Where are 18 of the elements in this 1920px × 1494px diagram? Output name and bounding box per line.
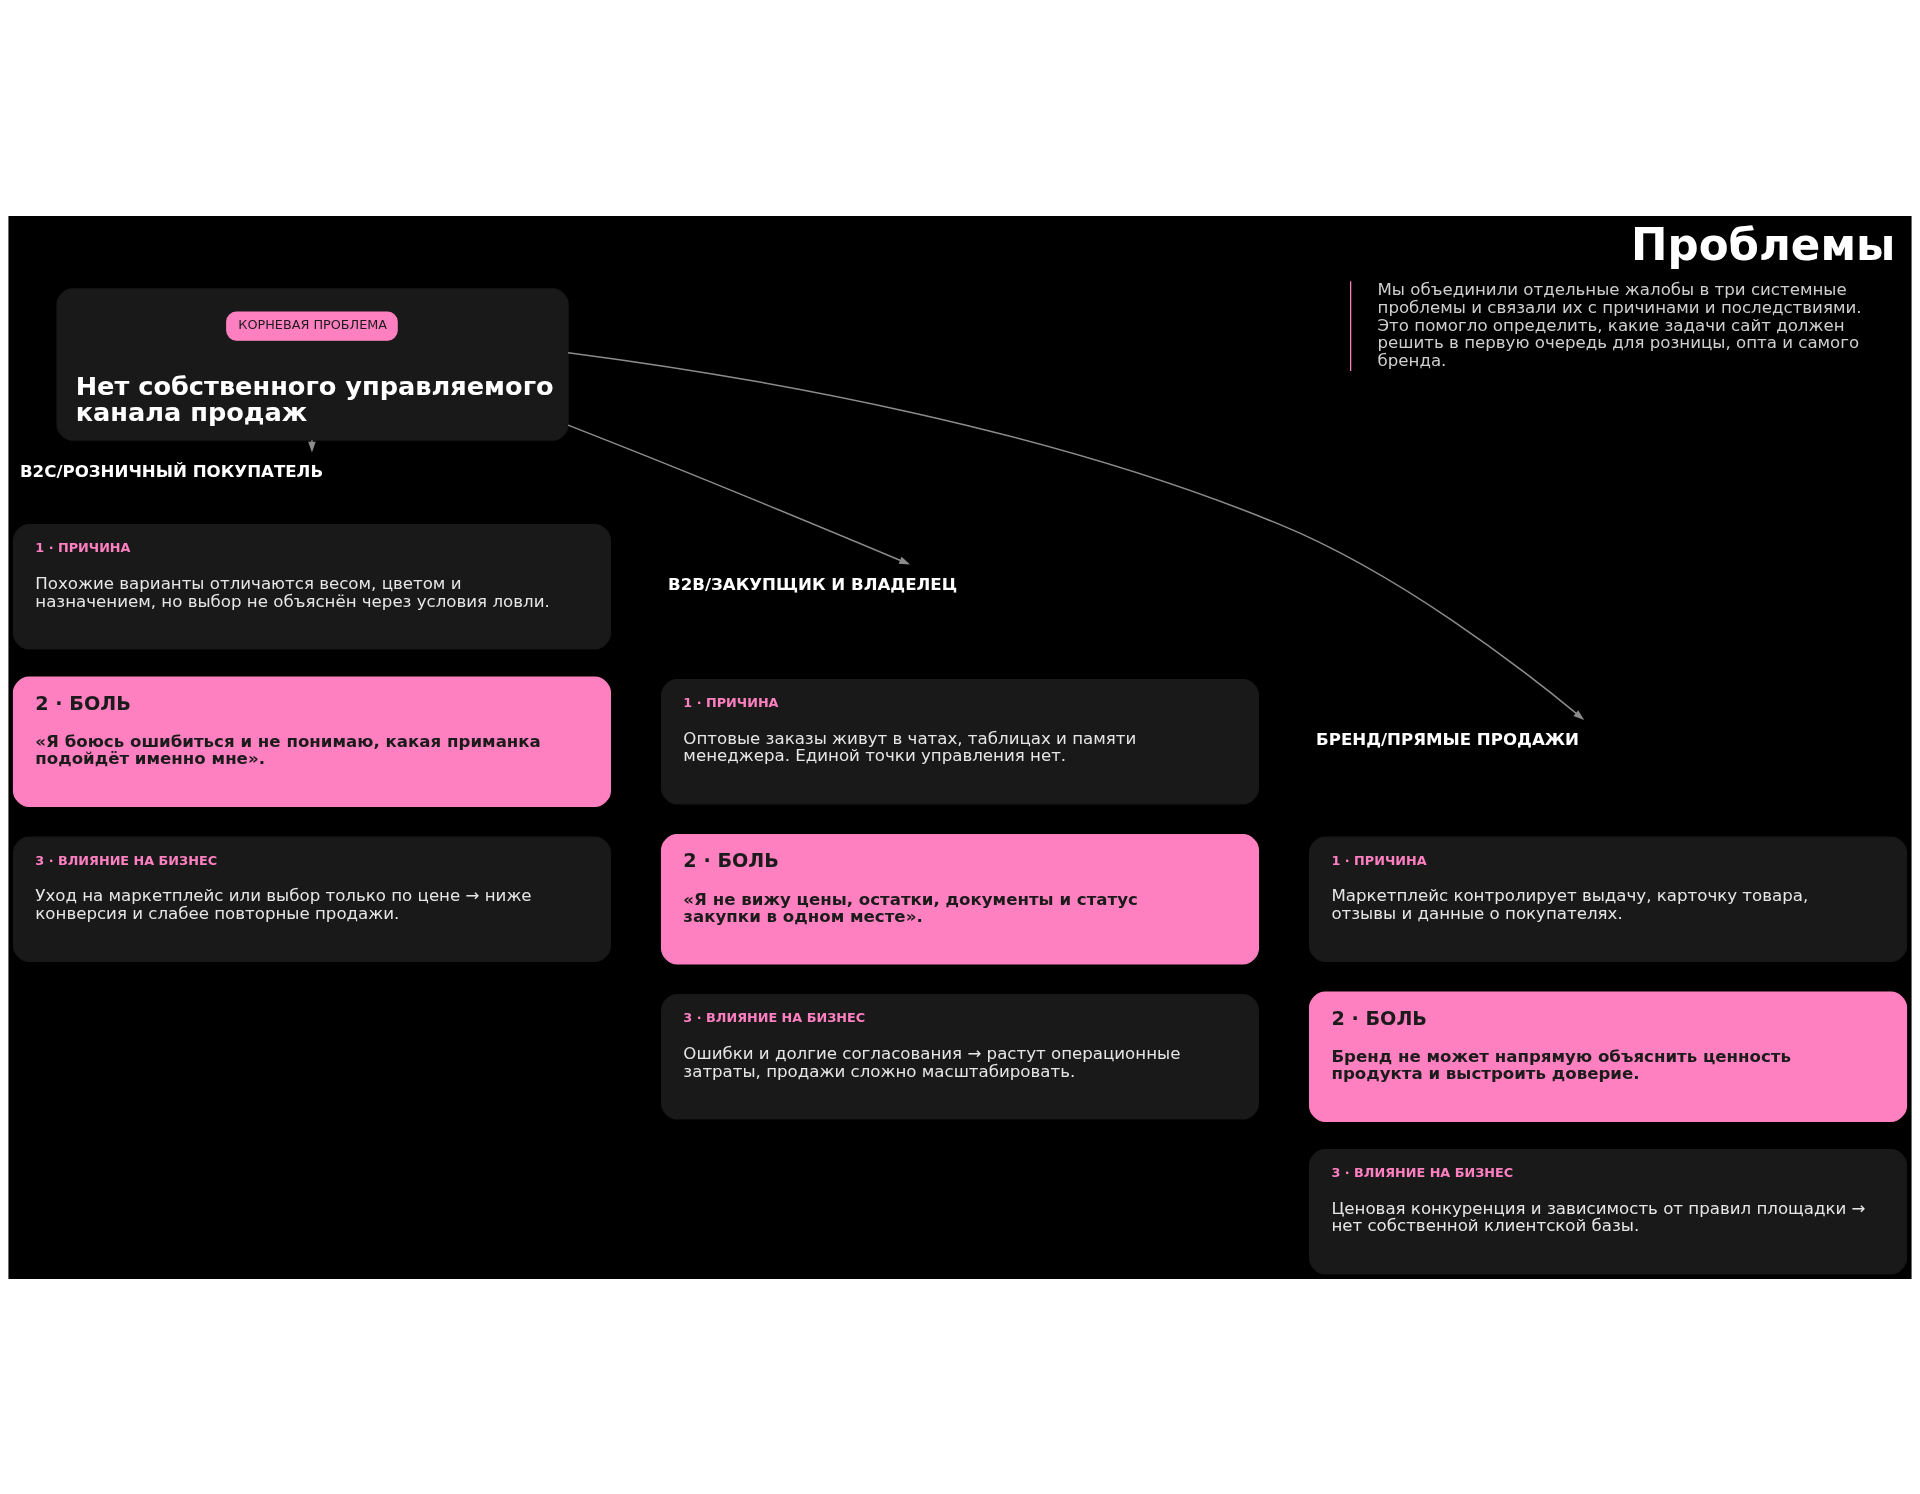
diagram-title: Проблемы bbox=[1631, 219, 1896, 270]
node-text: БРЕНД/ПРЯМЫЕ ПРОДАЖИ bbox=[1316, 729, 1580, 749]
node-box: 1 · ПРИЧИНА Похожие варианты отличаются весом, цветом и назначением, но выбор не объяснён через условия ловли. bbox=[12, 523, 611, 649]
node-text: B2C/РОЗНИЧНЫЙ ПОКУПАТЕЛЬ bbox=[19, 461, 324, 480]
node-box: 3 · ВЛИЯНИЕ НА БИЗНЕС Уход на маркетплейс или выбор только по цене → ниже конверсия и слабее повторные продажи. bbox=[12, 836, 611, 962]
arrow bbox=[567, 423, 911, 564]
label: Мы объединили отдельные жалобы в три системные проблемы и связали их с причинами и последствиями. Это помогло определить, какие задачи сайт должен решить в первую очередь для розницы, опта и самого бренда. bbox=[1377, 279, 1862, 370]
arrow bbox=[567, 351, 1585, 720]
node-box: 2 · БОЛЬ Бренд не может напрямую объяснить ценность продукта и выстроить доверие. bbox=[1309, 991, 1908, 1122]
node-box: 3 · ВЛИЯНИЕ НА БИЗНЕС Ценовая конкуренция и зависимость от правил площадки → нет собственной клиентской базы. bbox=[1309, 1148, 1908, 1275]
node-box: 2 · БОЛЬ «Я боюсь ошибиться и не понимаю, какая приманка подойдёт именно мне». bbox=[12, 675, 611, 807]
node-box: 1 · ПРИЧИНА Маркетплейс контролирует выдачу, карточку товара, отзывы и данные о покупателях. bbox=[1309, 836, 1908, 962]
node-text: B2B/ЗАКУПЩИК И ВЛАДЕЛЕЦ bbox=[668, 574, 958, 594]
arrow bbox=[308, 438, 316, 453]
node-box: 1 · ПРИЧИНА Оптовые заказы живут в чатах, таблицах и памяти менеджера. Единой точки управления нет. bbox=[660, 678, 1260, 804]
node-box: 2 · БОЛЬ «Я не вижу цены, остатки, документы и статус закупки в одном месте». bbox=[660, 833, 1260, 965]
node-box: КОРНЕВАЯ ПРОБЛЕМА bbox=[226, 310, 398, 341]
node-box: 3 · ВЛИЯНИЕ НА БИЗНЕС Ошибки и долгие согласования → растут операционные затраты, продажи сложно масштабировать. bbox=[660, 993, 1260, 1120]
